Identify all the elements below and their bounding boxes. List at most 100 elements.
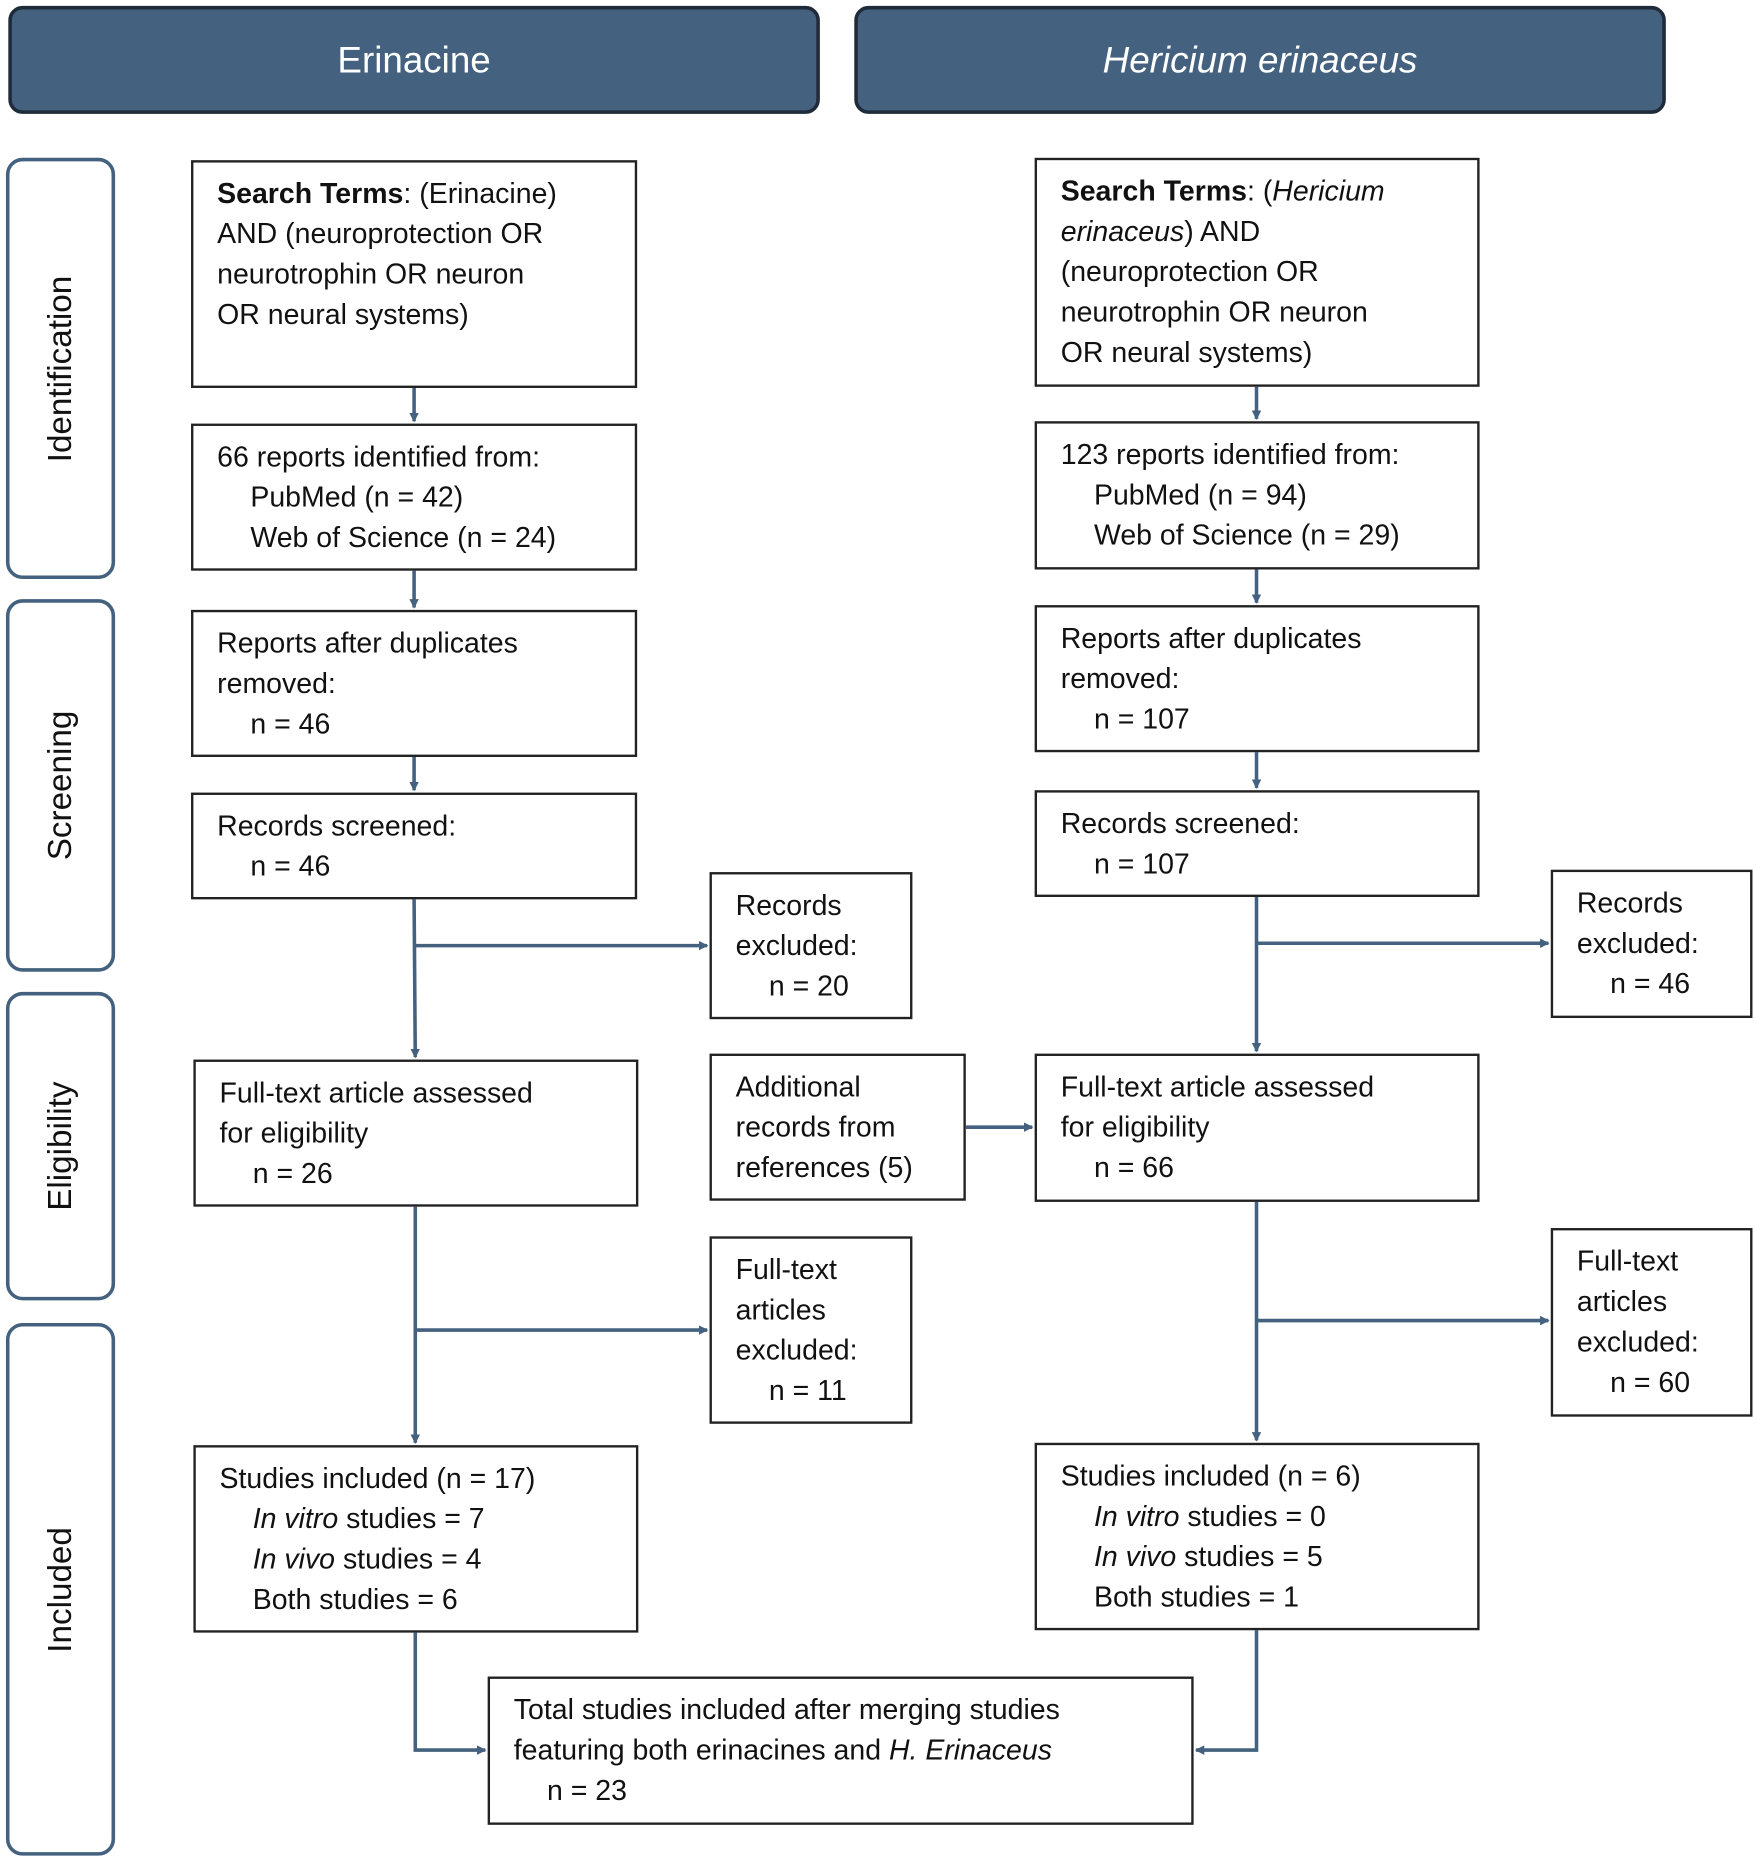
text-segment: n = 107 [1093, 703, 1190, 736]
hericium-dedup-box: Reports after duplicates removed: n = 107 [1034, 605, 1480, 753]
header-hericium: Hericium erinaceus [854, 5, 1666, 114]
box-line: Web of Science (n = 29) [1061, 516, 1477, 556]
box-line: excluded: [1577, 924, 1750, 964]
arrow [1194, 1629, 1259, 1755]
text-segment: for eligibility [219, 1117, 369, 1150]
erinacine-included-box: Studies included (n = 17)In vitro studie… [193, 1445, 639, 1633]
hericium-included-box: Studies included (n = 6) In vitro studies… [1034, 1442, 1480, 1631]
box-line: Full-text [736, 1251, 910, 1291]
erinacine-ft-excluded-box: Full-text articles excluded: n = 11 [709, 1236, 913, 1424]
box-line: featuring both erinacines and H. Erinace… [514, 1731, 1191, 1771]
box-line: Web of Science (n = 24) [217, 519, 635, 559]
box-line: Total studies included after merging stu… [514, 1691, 1191, 1731]
box-line: for eligibility [220, 1114, 636, 1154]
box-line: erinaceus) AND [1061, 212, 1477, 252]
box-line: Reports after duplicates [217, 624, 635, 664]
box-line: excluded: [736, 1331, 910, 1371]
text-segment: featuring both erinacines and [513, 1734, 889, 1767]
box-line: removed: [217, 664, 635, 704]
box-line: articles [1577, 1283, 1750, 1323]
box-line: Studies included (n = 6) [1061, 1457, 1477, 1497]
box-line: neurotrophin OR neuron [1061, 293, 1477, 333]
erinacine-dedup-box: Reports after duplicates removed: n = 46 [191, 609, 638, 757]
text-segment: neurotrophin OR neuron [1060, 296, 1368, 329]
box-line: for eligibility [1061, 1108, 1477, 1148]
box-line: n = 66 [1061, 1149, 1477, 1189]
box-line: Records [1577, 884, 1750, 924]
box-line: (neuroprotection OR [1061, 253, 1477, 293]
text-segment: n = 46 [250, 850, 331, 883]
stage-included: Included [5, 1322, 116, 1856]
box-line: excluded: [736, 927, 910, 967]
erinacine-fulltext-box: Full-text article assessed for eligibilit… [193, 1059, 639, 1207]
text-segment: excluded: [1576, 1326, 1699, 1359]
box-line: n = 46 [217, 705, 635, 745]
box-line: In vivo studies = 4 [220, 1540, 636, 1580]
box-line: Additional [736, 1068, 964, 1108]
text-segment: In vivo [1093, 1541, 1177, 1574]
text-segment: Studies included (n = 6) [1060, 1460, 1361, 1493]
box-line: AND (neuroprotection OR [217, 215, 635, 255]
text-segment: Reports after duplicates [217, 627, 518, 660]
box-line: Full-text article assessed [220, 1074, 636, 1114]
text-segment: for eligibility [1060, 1111, 1210, 1144]
box-line: Records screened: [1061, 804, 1477, 844]
box-line: records from [736, 1108, 964, 1148]
box-line: removed: [1061, 660, 1477, 700]
box-line: Full-text article assessed [1061, 1068, 1477, 1108]
text-segment: In vitro [1093, 1500, 1180, 1533]
text-segment: removed: [217, 667, 336, 701]
box-line: n = 46 [1577, 965, 1750, 1005]
text-segment: Web of Science (n = 24) [250, 522, 557, 555]
box-line: Studies included (n = 17) [220, 1459, 636, 1499]
text-segment: PubMed (n = 94) [1093, 479, 1307, 512]
box-line: Search Terms: (Hericium [1061, 172, 1477, 212]
text-segment: excluded: [1576, 927, 1699, 960]
text-segment: n = 20 [768, 970, 849, 1003]
box-line: n = 11 [736, 1372, 910, 1412]
erinacine-screened-box: Records screened:n = 46 [191, 792, 638, 900]
text-segment: articles [735, 1294, 826, 1327]
text-segment: (neuroprotection OR [1060, 256, 1319, 289]
header-erinacine-label: Erinacine [337, 38, 491, 81]
text-segment: studies = 5 [1176, 1541, 1323, 1574]
text-segment: n = 46 [250, 708, 331, 741]
text-segment: n = 66 [1093, 1152, 1174, 1185]
box-line: n = 26 [220, 1154, 636, 1194]
box-line: OR neural systems) [1061, 333, 1477, 373]
text-segment: Records [1576, 887, 1683, 920]
stage-eligibility: Eligibility [5, 991, 116, 1301]
box-line: Both studies = 6 [220, 1580, 636, 1620]
text-segment: Reports after duplicates [1060, 622, 1362, 655]
hericium-fulltext-box: Full-text article assessed for eligibilit… [1034, 1053, 1480, 1202]
box-line: references (5) [736, 1149, 964, 1189]
box-line: neurotrophin OR neuron [217, 255, 635, 295]
box-line: n = 46 [217, 847, 635, 887]
box-line: In vitro studies = 7 [220, 1500, 636, 1540]
text-segment: Records [735, 889, 842, 922]
text-segment: Search Terms [1060, 175, 1247, 208]
arrow [410, 898, 420, 1059]
box-line: Records [736, 886, 910, 926]
stage-screening: Screening [5, 599, 116, 972]
text-segment: excluded: [735, 930, 858, 963]
text-segment: Full-text [735, 1254, 837, 1287]
text-segment: Full-text article assessed [219, 1077, 533, 1110]
erinacine-excluded-box: Records excluded: n = 20 [709, 872, 913, 1020]
box-line: OR neural systems) [217, 295, 635, 335]
text-segment: Full-text article assessed [1060, 1071, 1375, 1104]
text-segment: excluded: [735, 1334, 858, 1367]
box-line: n = 107 [1061, 845, 1477, 885]
box-line: PubMed (n = 94) [1061, 476, 1477, 516]
text-segment: 66 reports identified from: [217, 441, 541, 474]
text-segment: Total studies included after merging stu… [513, 1694, 1060, 1727]
box-line: In vivo studies = 5 [1061, 1538, 1477, 1578]
box-line: 66 reports identified from: [217, 438, 635, 478]
text-segment: n = 107 [1093, 848, 1190, 881]
text-segment: removed: [1060, 663, 1180, 696]
